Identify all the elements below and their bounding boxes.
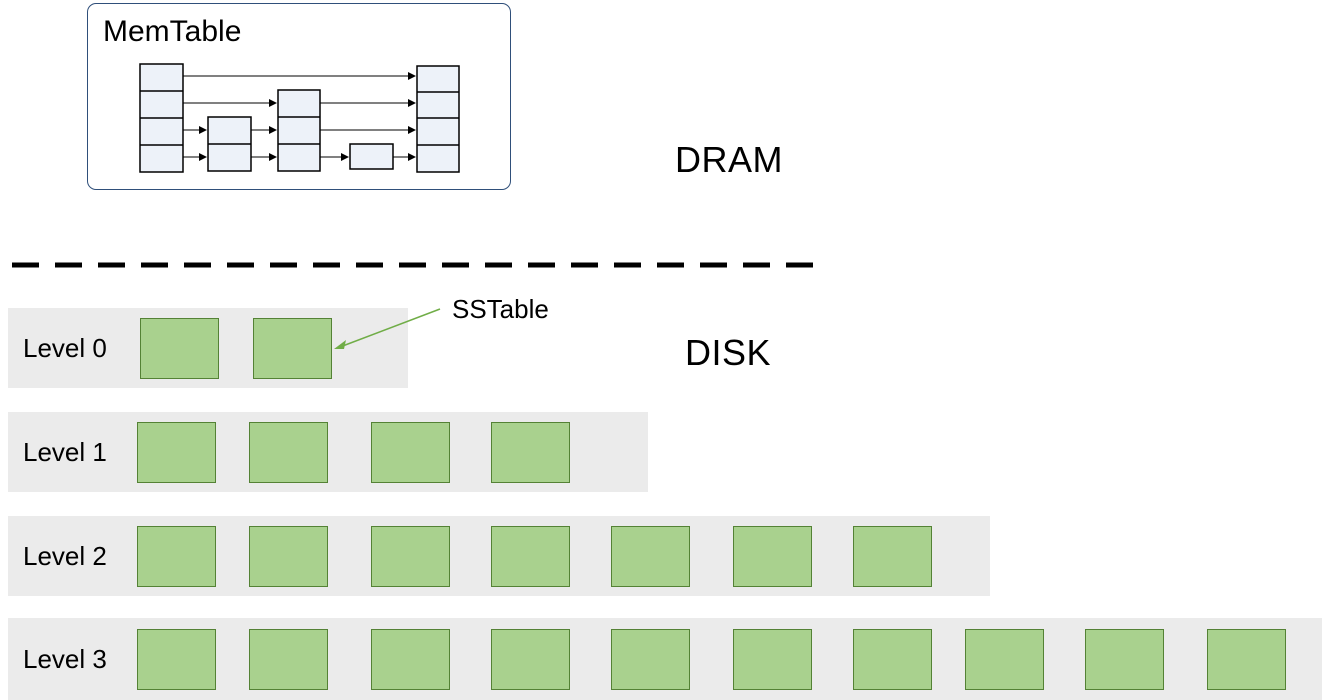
sstable xyxy=(137,422,216,483)
sstable xyxy=(1207,629,1286,690)
sstable xyxy=(371,629,450,690)
level-label: Level 0 xyxy=(23,333,107,363)
level-label: Level 3 xyxy=(23,644,107,674)
sstable xyxy=(371,526,450,587)
dram-disk-divider xyxy=(12,262,818,268)
sstable xyxy=(733,629,812,690)
skiplist-node xyxy=(277,89,321,172)
disk-label: DISK xyxy=(685,332,772,373)
sstable xyxy=(853,526,932,587)
memtable-box xyxy=(87,3,511,190)
skiplist-tail-node xyxy=(416,65,460,173)
skiplist-diagram xyxy=(139,63,460,173)
sstable xyxy=(853,629,932,690)
sstable xyxy=(249,422,328,483)
sstable xyxy=(249,526,328,587)
level-label: Level 1 xyxy=(23,437,107,467)
sstable xyxy=(1085,629,1164,690)
sstable xyxy=(491,629,570,690)
sstable xyxy=(249,629,328,690)
sstable-callout-label: SSTable xyxy=(452,294,549,324)
sstable xyxy=(253,318,332,379)
skiplist-node xyxy=(349,143,394,170)
sstable xyxy=(491,526,570,587)
dram-label: DRAM xyxy=(675,139,783,180)
sstable xyxy=(965,629,1044,690)
sstable xyxy=(137,629,216,690)
sstable xyxy=(491,422,570,483)
sstable xyxy=(733,526,812,587)
sstable xyxy=(137,526,216,587)
memtable-title: MemTable xyxy=(103,15,242,48)
sstable xyxy=(140,318,219,379)
sstable xyxy=(611,629,690,690)
level-label: Level 2 xyxy=(23,541,107,571)
sstable xyxy=(371,422,450,483)
sstable xyxy=(611,526,690,587)
